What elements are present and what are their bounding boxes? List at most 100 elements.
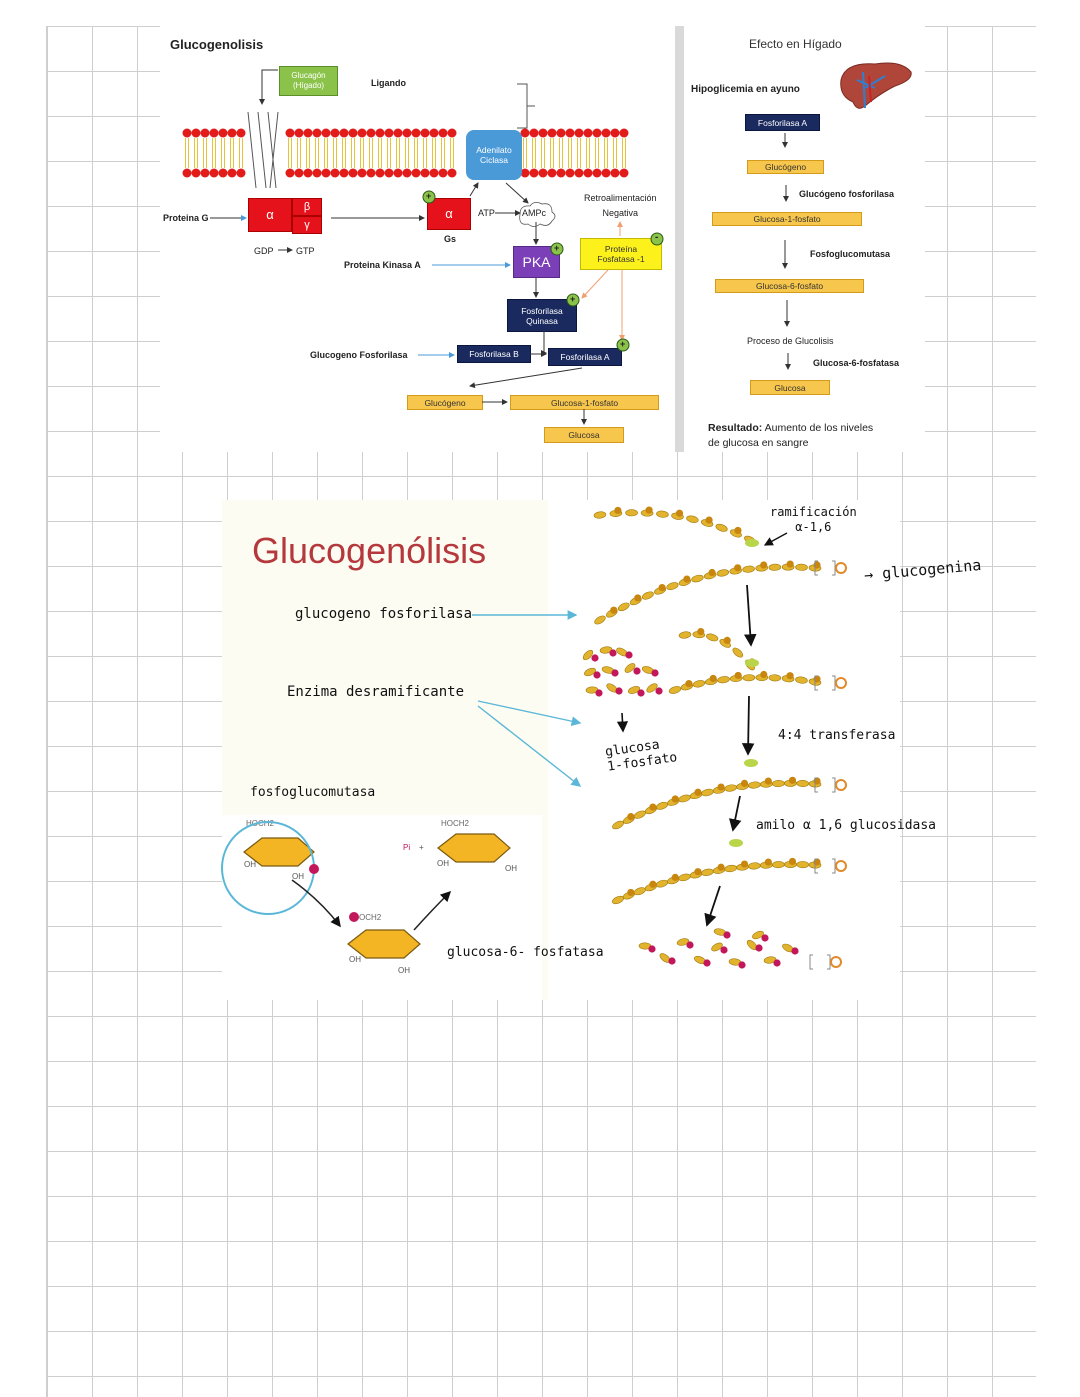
phosphorylase-a-box: Fosforilasa A xyxy=(548,348,622,366)
lipid-head xyxy=(529,168,539,178)
mechanism-drawings xyxy=(221,506,847,970)
minus-sign: - xyxy=(655,232,659,243)
lipid-head xyxy=(312,168,322,178)
phosphate-dot xyxy=(764,777,772,785)
glucose-unit xyxy=(796,779,809,787)
lipid-tail xyxy=(405,138,409,168)
glucose-unit xyxy=(742,565,755,573)
plus-label: + xyxy=(419,843,424,852)
glucose-unit xyxy=(768,674,782,682)
lipid-tail xyxy=(333,138,337,168)
glycogenin-core xyxy=(835,779,847,791)
lipid-tail xyxy=(577,138,581,168)
liver-phosphorylase-a: Fosforilasa A xyxy=(745,114,820,131)
lipid-head xyxy=(357,168,367,178)
liver-glucose: Glucosa xyxy=(750,380,830,395)
lipid-head xyxy=(339,168,349,178)
plus-sign: + xyxy=(620,339,626,349)
oh-label: OH xyxy=(437,859,449,868)
oh-label: OH xyxy=(398,966,410,975)
lipid-head xyxy=(330,128,340,138)
pi-label: Pi xyxy=(403,843,411,852)
glucose-unit xyxy=(655,801,669,810)
lipid-head xyxy=(209,168,219,178)
lipid-head xyxy=(429,168,439,178)
phosphate-dot xyxy=(651,669,659,677)
phosphate-dot xyxy=(595,689,603,697)
glucose-unit xyxy=(625,509,638,517)
glucose-unit xyxy=(715,523,728,532)
lipid-head xyxy=(619,128,629,138)
phosphate-dot xyxy=(658,583,666,592)
phosphate-dot xyxy=(734,671,742,680)
lipid-head xyxy=(583,168,593,178)
feedback-label: Retroalimentación Negativa xyxy=(584,193,657,218)
pathway-title: Glucogenolisis xyxy=(170,37,264,52)
lipid-head xyxy=(610,168,620,178)
glucose-unit xyxy=(594,615,606,625)
gs-alpha-active: α xyxy=(427,198,471,230)
ampc-label: AMPc xyxy=(522,208,547,218)
lipid-tail xyxy=(288,138,292,168)
phosphate-dot xyxy=(740,779,749,787)
phosphate-dot xyxy=(788,776,797,784)
phosphate-dot xyxy=(786,560,794,568)
liver-glycogen: Glucógeno xyxy=(747,160,824,174)
plus-sign: + xyxy=(554,243,560,253)
glucose-unit xyxy=(706,633,719,642)
lipid-head xyxy=(420,128,430,138)
glycogenin-core xyxy=(835,677,847,689)
lipid-head xyxy=(402,128,412,138)
phosphate-dot xyxy=(685,680,693,688)
lipid-tail xyxy=(212,138,216,168)
lipid-tail xyxy=(550,138,554,168)
lipid-tail xyxy=(532,138,536,168)
g-beta-subunit: β xyxy=(292,198,322,216)
phosphate-dot xyxy=(648,945,656,953)
lipid-tail xyxy=(230,138,234,168)
liver-effect-title: Efecto en Hígado xyxy=(749,37,842,51)
plus-sign: + xyxy=(570,294,576,304)
lipid-head xyxy=(619,168,629,178)
pka-label: Proteina Kinasa A xyxy=(344,260,421,270)
atp-label: ATP xyxy=(478,208,495,218)
phosphate-dot xyxy=(723,931,731,939)
lipid-head xyxy=(366,128,376,138)
glucose-unit xyxy=(582,649,594,661)
lipid-head xyxy=(384,168,394,178)
glucose-unit xyxy=(772,780,785,788)
lipid-head xyxy=(538,128,548,138)
glucose-unit xyxy=(717,676,730,684)
lipid-head xyxy=(330,168,340,178)
lipid-head xyxy=(393,128,403,138)
lipid-head xyxy=(321,128,331,138)
lipid-head xyxy=(227,168,237,178)
phosphate-dot xyxy=(614,506,622,515)
glucose-unit xyxy=(691,574,704,583)
glycogen-phosphorylase-label: Glucogeno Fosforilasa xyxy=(310,350,408,360)
phosphate-dot xyxy=(723,636,731,645)
glucose-6-phosphatase-label: Glucosa-6-fosfatasa xyxy=(813,358,900,368)
handwritten-transferase: 4:4 transferasa xyxy=(778,728,896,743)
phosphate-dot xyxy=(705,516,713,524)
phosphate-dot xyxy=(717,863,725,871)
lipid-head xyxy=(191,168,201,178)
mechanism-title: Glucogenólisis xyxy=(252,530,487,571)
glucose-unit xyxy=(666,582,679,591)
lipid-head xyxy=(592,128,602,138)
lipid-head xyxy=(182,128,192,138)
lipid-head xyxy=(529,128,539,138)
lipid-tail xyxy=(324,138,328,168)
lipid-tail xyxy=(568,138,572,168)
lipid-tail xyxy=(378,138,382,168)
lipid-head xyxy=(236,128,246,138)
lipid-head xyxy=(393,168,403,178)
phosphorylase-kinase-box: Fosforilasa Quinasa xyxy=(507,299,577,332)
lipid-head xyxy=(357,128,367,138)
lipid-tail xyxy=(423,138,427,168)
phosphatase-box: Proteína Fosfatasa -1 xyxy=(580,238,662,270)
lipid-tail xyxy=(586,138,590,168)
lipid-head xyxy=(565,128,575,138)
glucose-unit xyxy=(678,794,691,803)
handwritten-glucose-6-phosphatase: glucosa-6- fosfatasa xyxy=(447,945,604,960)
